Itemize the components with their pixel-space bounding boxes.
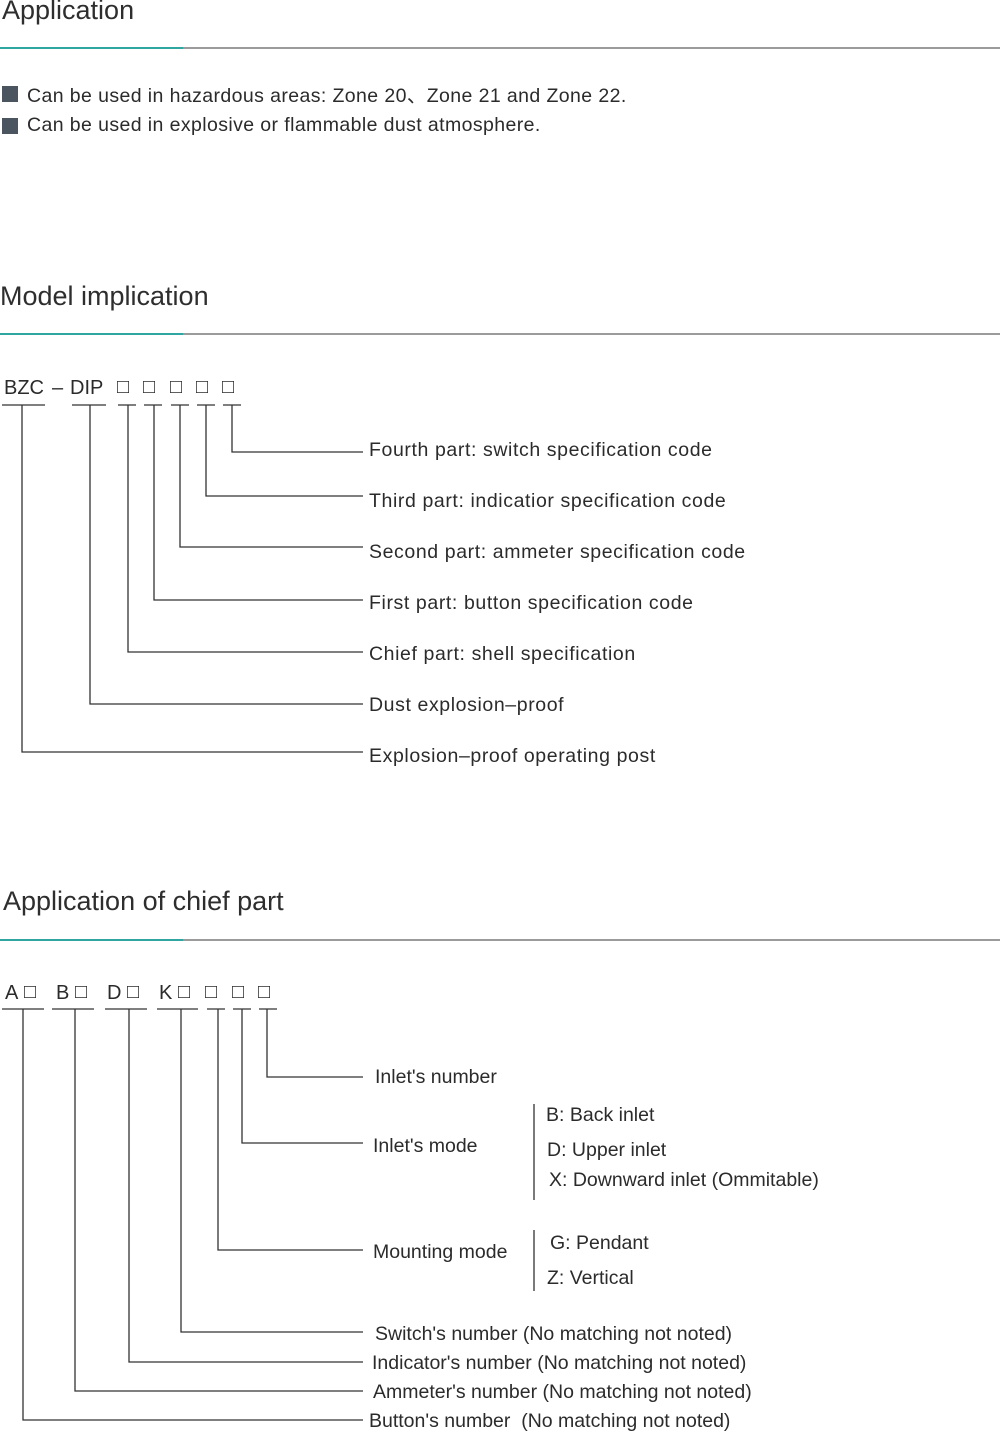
mounting-mode-option-g: G: Pendant (550, 1232, 649, 1254)
chief-code-a: A (5, 982, 19, 1004)
chief-code-k: K (159, 982, 173, 1004)
chief-code-box-k3: □ (232, 981, 245, 1003)
model-code-dash: – (52, 377, 64, 399)
inlet-mode-option-d: D: Upper inlet (547, 1139, 667, 1161)
application-bullet-2: Can be used in explosive or flammable du… (2, 114, 541, 137)
chief-item-ammeter-number: Ammeter's number (No matching not noted) (373, 1381, 752, 1403)
model-item-post: Explosion–proof operating post (369, 745, 656, 767)
model-divider (0, 333, 1000, 335)
model-item-chief: Chief part: shell specification (369, 643, 636, 665)
application-divider (0, 47, 1000, 49)
chief-code-box-a: □ (24, 981, 37, 1003)
model-item-second: Second part: ammeter specification code (369, 541, 746, 563)
inlet-mode-option-x: X: Downward inlet (Ommitable) (549, 1169, 819, 1191)
model-item-first: First part: button specification code (369, 592, 694, 614)
model-title: Model implication (0, 281, 209, 311)
divider-accent (0, 939, 183, 941)
chief-code-box-b: □ (75, 981, 88, 1003)
square-bullet-icon (2, 117, 18, 134)
mounting-mode-option-z: Z: Vertical (547, 1267, 634, 1289)
chief-item-mounting-mode: Mounting mode (373, 1241, 508, 1263)
chief-item-indicator-number: Indicator's number (No matching not note… (372, 1352, 747, 1374)
chief-item-button-number: Button's number (No matching not noted) (369, 1410, 731, 1432)
chief-code-box-k1: □ (178, 981, 191, 1003)
square-bullet-icon (2, 85, 18, 102)
chief-code-box-k2: □ (205, 981, 218, 1003)
chief-item-switch-number: Switch's number (No matching not noted) (375, 1323, 733, 1345)
bullet-text: Can be used in explosive or flammable du… (27, 114, 541, 136)
application-bullet-1: Can be used in hazardous areas: Zone 20、… (2, 79, 627, 108)
model-code-box-third: □ (196, 376, 209, 398)
chief-code-box-k4: □ (258, 981, 271, 1003)
divider-accent (0, 47, 183, 49)
model-code-dip: DIP (70, 377, 104, 399)
chief-item-inlet-number: Inlet's number (375, 1066, 497, 1088)
bullet-text: Can be used in hazardous areas: Zone 20、… (27, 85, 627, 107)
application-title: Application (2, 0, 135, 25)
chief-divider (0, 939, 1000, 941)
divider-accent (0, 333, 183, 335)
model-item-dust: Dust explosion–proof (369, 694, 565, 716)
model-code-box-first: □ (143, 376, 156, 398)
chief-code-box-d: □ (127, 981, 140, 1003)
model-code-box-chief: □ (117, 376, 130, 398)
model-item-fourth: Fourth part: switch specification code (369, 439, 713, 461)
chief-item-inlet-mode: Inlet's mode (373, 1135, 478, 1157)
chief-code-d: D (107, 982, 122, 1004)
inlet-mode-option-b: B: Back inlet (546, 1104, 655, 1126)
model-code-box-second: □ (170, 376, 183, 398)
chief-code-b: B (56, 982, 70, 1004)
model-code-bzc: BZC (4, 377, 44, 399)
chief-title: Application of chief part (3, 886, 284, 916)
model-item-third: Third part: indicatior specification cod… (369, 490, 727, 512)
model-code-box-fourth: □ (222, 376, 235, 398)
